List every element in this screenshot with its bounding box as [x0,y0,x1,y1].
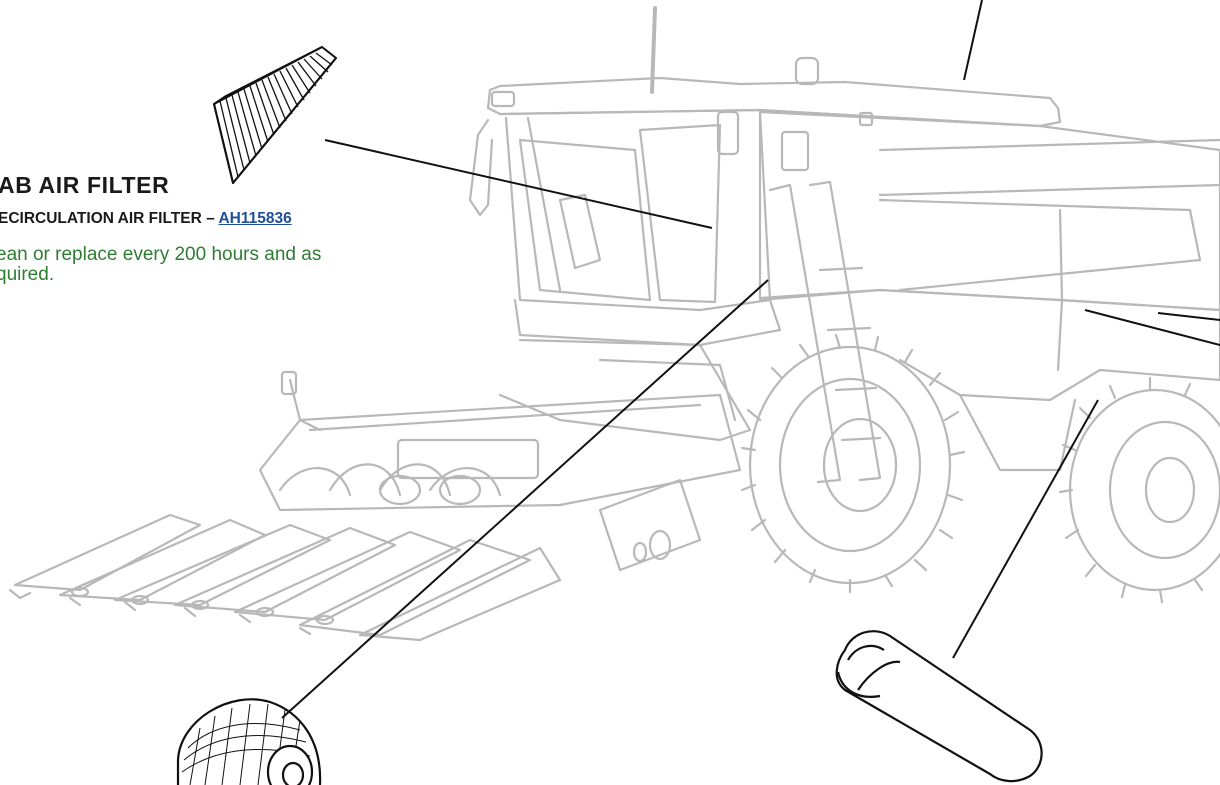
engine-air-filter-image [176,698,322,785]
leader-hydraulic-filter [952,399,1099,659]
roof-light-left [490,90,516,108]
part-label: ECIRCULATION AIR FILTER – [0,210,219,227]
gearbox [396,438,540,480]
cab-window-front [518,138,652,302]
feeder-house [498,338,752,442]
ladder-top-box [780,130,810,172]
header-frame [258,393,742,512]
part-line: ECIRCULATION AIR FILTER – AH115836 [0,210,292,228]
feeder-cylinder [598,478,702,572]
part-number-link[interactable]: AH115836 [218,210,292,227]
leader-engine-filter [281,279,769,719]
hydraulic-filter-image [835,630,1043,783]
beacon [794,56,820,86]
cab-frame [504,110,772,312]
cab-handle [716,110,740,156]
tank-light [858,111,874,127]
header-arm [288,378,322,432]
cabin-air-filter-image [213,46,337,184]
header-back [308,403,702,432]
cab-door [638,123,722,304]
ladder [768,180,882,484]
feeder-house-inner [598,358,737,422]
body-seam [1056,208,1064,372]
corn-head-row-dividers [8,513,562,642]
engine-panel [958,393,1077,472]
leader-top [963,0,983,81]
mirror [468,118,494,217]
cross-auger [278,463,502,506]
leader-cab-filter [324,139,713,229]
leader-lines [281,0,1220,719]
leader-right-1 [1084,309,1220,346]
grain-tank-panel [878,198,1202,292]
rear-tire [1058,376,1220,604]
seat [558,193,602,270]
combine-harvester-illustration [8,6,1220,642]
header-sign-post [280,370,298,396]
leader-right-2 [1157,312,1220,321]
unloading-auger-tube [878,138,1220,197]
cab-roof [486,76,1062,128]
callout-title: AB AIR FILTER [0,172,170,198]
lower-body [758,288,1220,402]
cab-window-bar [526,116,562,292]
front-tire [740,333,966,594]
